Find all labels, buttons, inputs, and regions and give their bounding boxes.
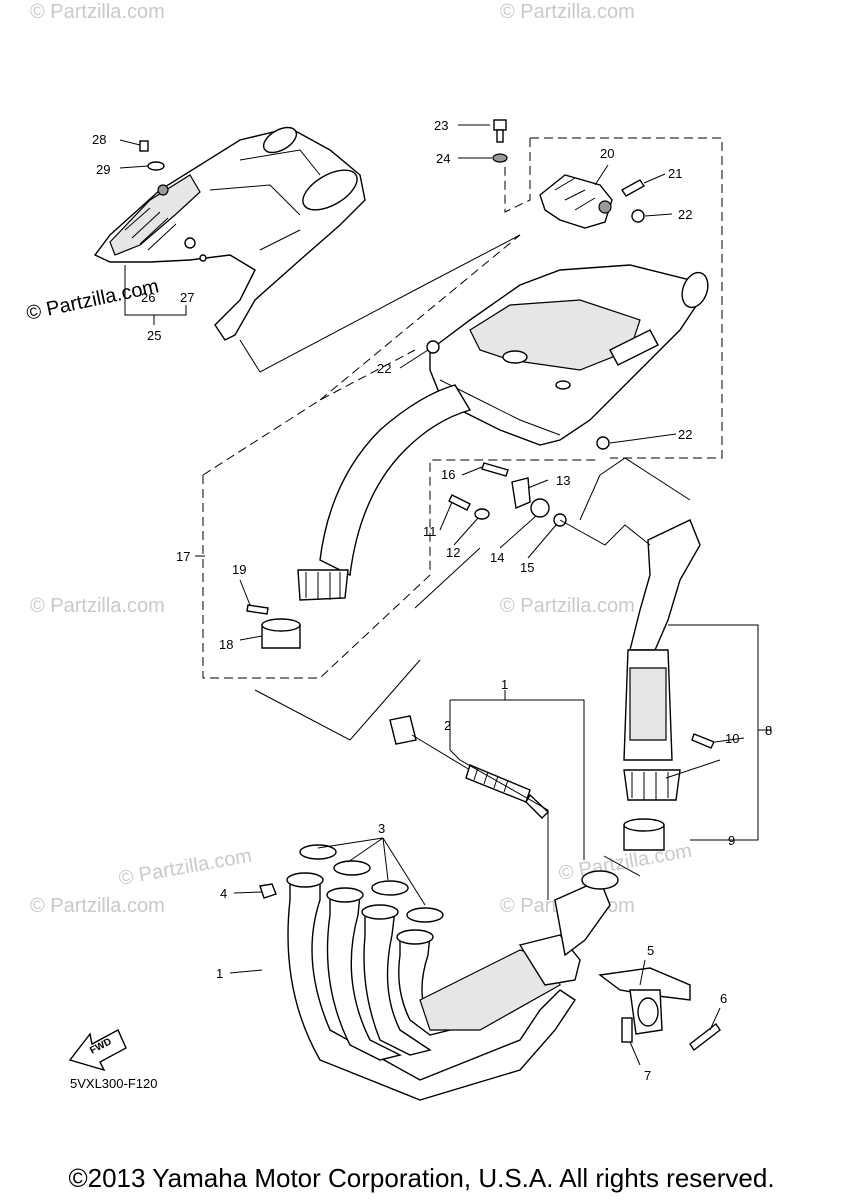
callout-6: 6 bbox=[720, 991, 727, 1006]
callout-27: 27 bbox=[180, 290, 194, 305]
callout-2: 2 bbox=[444, 718, 451, 733]
exhaust-headers bbox=[286, 870, 619, 1101]
callout-16: 16 bbox=[441, 467, 455, 482]
callout-12: 12 bbox=[446, 545, 460, 560]
catalyst-pipe bbox=[623, 519, 701, 851]
copyright-notice: ©2013 Yamaha Motor Corporation, U.S.A. A… bbox=[68, 1163, 775, 1193]
callout-19: 19 bbox=[232, 562, 246, 577]
watermark: © Partzilla.com bbox=[30, 1, 165, 23]
bolt-21 bbox=[620, 179, 646, 197]
callout-9: 9 bbox=[728, 833, 735, 848]
watermark: © Partzilla.com bbox=[117, 845, 254, 890]
watermark: © Partzilla.com bbox=[500, 595, 635, 617]
callout-7: 7 bbox=[644, 1068, 651, 1083]
callout-10: 10 bbox=[725, 731, 739, 746]
group-outlines bbox=[202, 137, 723, 877]
callout-4: 4 bbox=[220, 886, 227, 901]
callouts: 28 29 26 27 25 23 24 20 21 22 22 22 16 1… bbox=[92, 118, 772, 1083]
nut-22 bbox=[596, 436, 610, 450]
callout-11: 11 bbox=[423, 524, 437, 539]
bolt-6 bbox=[689, 1022, 721, 1052]
nut-4 bbox=[259, 883, 277, 899]
bolt-19 bbox=[246, 604, 269, 615]
bracket-13 bbox=[511, 477, 531, 509]
screw-28 bbox=[139, 140, 149, 152]
callout-13: 13 bbox=[556, 473, 570, 488]
callout-8: 8 bbox=[765, 723, 772, 738]
callout-15: 15 bbox=[520, 560, 534, 575]
callout-21: 21 bbox=[668, 166, 682, 181]
heat-shield bbox=[93, 126, 366, 341]
callout-1: 1 bbox=[501, 677, 508, 692]
callout-29: 29 bbox=[96, 162, 110, 177]
link-pipe bbox=[261, 384, 472, 649]
hardware bbox=[139, 119, 721, 1052]
watermark: © Partzilla.com bbox=[30, 895, 165, 917]
gaskets-3 bbox=[299, 844, 444, 923]
callout-23: 23 bbox=[434, 118, 448, 133]
washer-24 bbox=[492, 153, 508, 163]
bolt-10 bbox=[691, 733, 715, 749]
callout-14: 14 bbox=[490, 550, 504, 565]
bolt-23 bbox=[493, 119, 507, 131]
leader-lines bbox=[119, 124, 772, 1066]
callout-3: 3 bbox=[378, 821, 385, 836]
callout-22: 22 bbox=[377, 361, 391, 376]
nut-22 bbox=[631, 209, 645, 223]
bolt-11 bbox=[448, 494, 471, 511]
callout-5: 5 bbox=[647, 943, 654, 958]
callout-1: 1 bbox=[216, 966, 223, 981]
watermark: © Partzilla.com bbox=[500, 1, 635, 23]
bracket-20 bbox=[539, 174, 613, 229]
callout-26: 26 bbox=[141, 290, 155, 305]
callout-28: 28 bbox=[92, 132, 106, 147]
bracket-5 bbox=[598, 967, 691, 1035]
callout-24: 24 bbox=[436, 151, 450, 166]
o2-sensor bbox=[389, 715, 550, 819]
watermark: © Partzilla.com bbox=[30, 595, 165, 617]
bolt-16 bbox=[481, 462, 509, 477]
callout-17: 17 bbox=[176, 549, 190, 564]
bolt-7 bbox=[621, 1017, 633, 1043]
callout-18: 18 bbox=[219, 637, 233, 652]
callout-25: 25 bbox=[147, 328, 161, 343]
washer-12 bbox=[474, 508, 490, 520]
muffler bbox=[429, 264, 709, 446]
nut-22 bbox=[426, 340, 440, 354]
callout-20: 20 bbox=[600, 146, 614, 161]
fwd-arrow: FWD bbox=[68, 1029, 127, 1072]
callout-22: 22 bbox=[678, 207, 692, 222]
diagram-code: 5VXL300-F120 bbox=[70, 1076, 157, 1091]
washer-29 bbox=[147, 161, 165, 171]
grommet-14 bbox=[530, 498, 550, 518]
callout-22: 22 bbox=[678, 427, 692, 442]
